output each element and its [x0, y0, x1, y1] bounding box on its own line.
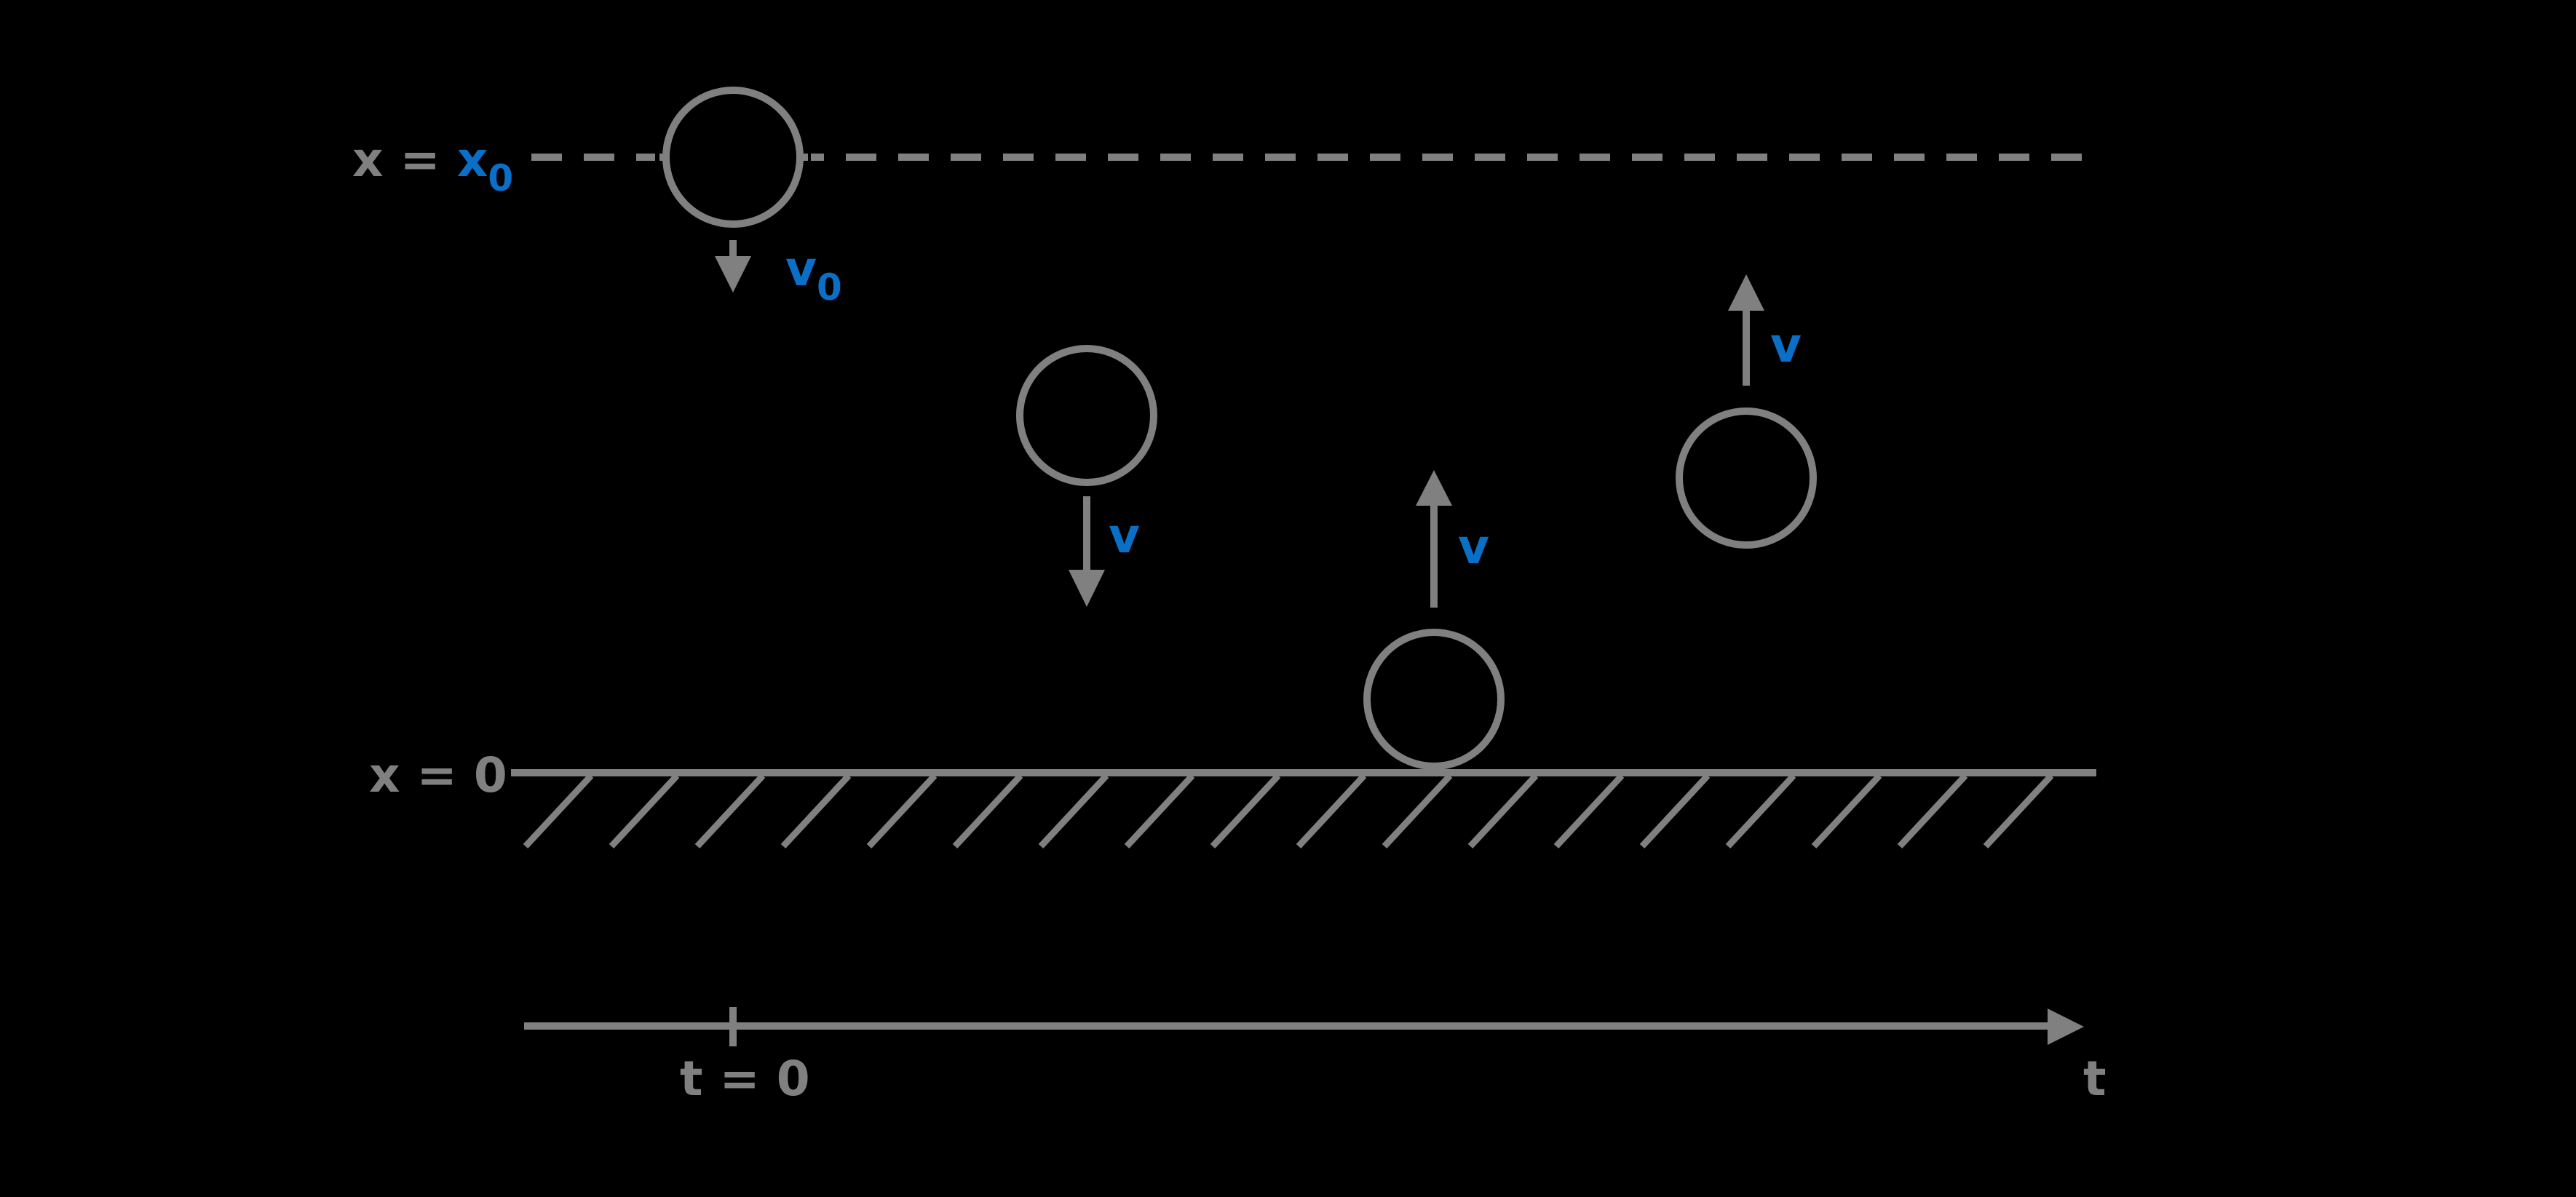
ball-circle: [662, 87, 804, 228]
t-axis-label: t: [2083, 1051, 2107, 1107]
v0-label: v0: [785, 241, 842, 309]
v-bounce-label: v: [1458, 519, 1489, 575]
start-height-label-prefix: x =: [352, 132, 457, 188]
start-height-label: x = x0: [352, 132, 513, 199]
arrow-up-icon: [1416, 470, 1452, 608]
v-rising-label: v: [1770, 317, 1802, 373]
ball-circle: [1016, 345, 1157, 486]
arrow-up-icon: [1728, 274, 1764, 386]
ground-label: x = 0: [369, 747, 507, 803]
ball-rising: v: [1676, 274, 1817, 549]
arrow-right-icon: [2048, 1009, 2084, 1045]
ball-falling: v: [1016, 345, 1157, 607]
ball-initial: v0: [655, 87, 842, 309]
ground-hatching: [523, 773, 2054, 849]
t-zero-label: t = 0: [680, 1051, 810, 1107]
start-height-var: x: [457, 132, 488, 188]
arrow-down-icon: [715, 240, 751, 293]
ball-circle: [1676, 407, 1817, 549]
start-height-subscript: 0: [488, 157, 513, 199]
ball-at-ground: v: [1363, 470, 1505, 770]
v-falling-label: v: [1109, 508, 1140, 564]
arrow-down-icon: [1069, 496, 1105, 607]
ground: x = 0: [369, 747, 2096, 849]
time-axis: t = 0 t: [524, 1007, 2107, 1107]
ball-circle: [1363, 629, 1505, 770]
